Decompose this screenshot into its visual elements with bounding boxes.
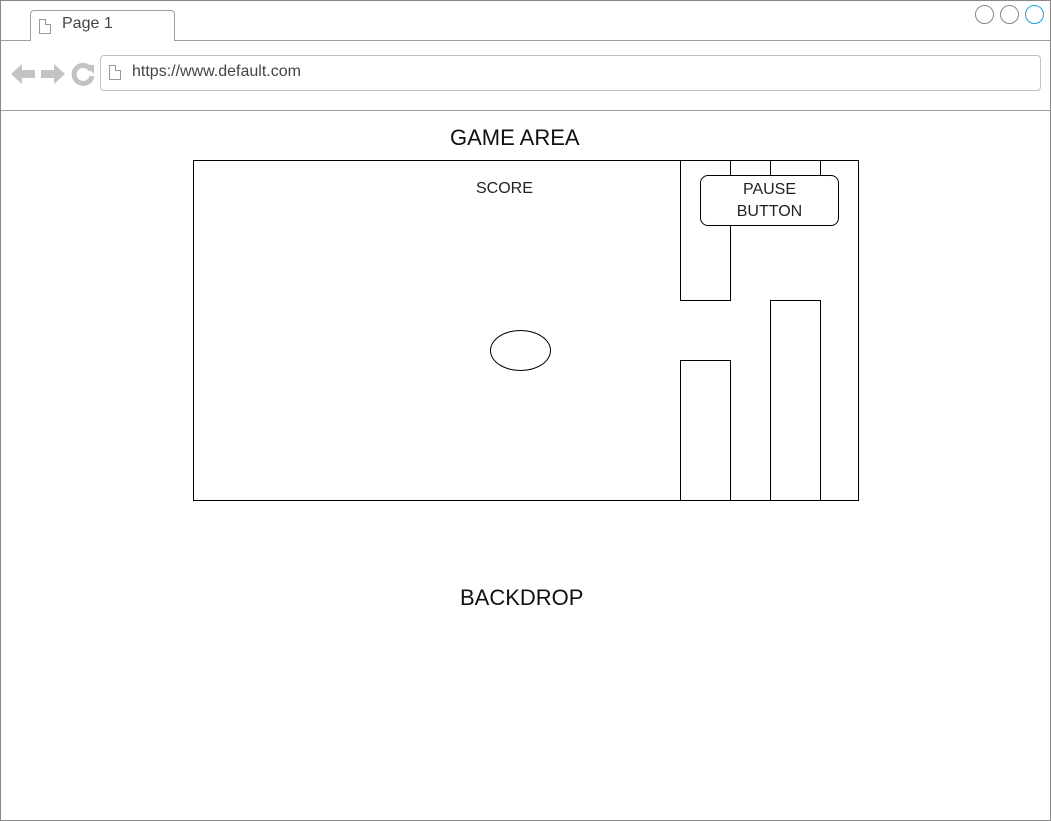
tab-strip-divider xyxy=(1,40,1050,41)
backdrop-label: BACKDROP xyxy=(460,585,584,610)
address-bar[interactable]: https://www.default.com xyxy=(100,55,1041,91)
game-area xyxy=(193,160,859,501)
pause-button[interactable]: PAUSE BUTTON xyxy=(700,175,839,226)
minimize-window-icon[interactable] xyxy=(975,5,994,24)
pipe-bottom-2 xyxy=(770,300,821,501)
maximize-window-icon[interactable] xyxy=(1000,5,1019,24)
close-window-icon[interactable] xyxy=(1025,5,1044,24)
browser-tab[interactable]: Page 1 xyxy=(30,10,175,41)
page-icon xyxy=(109,65,121,80)
url-text[interactable]: https://www.default.com xyxy=(132,63,301,80)
browser-header-divider xyxy=(1,110,1050,111)
pause-button-label: PAUSE BUTTON xyxy=(736,180,803,220)
page-icon xyxy=(39,19,51,34)
back-arrow-icon[interactable] xyxy=(10,62,36,91)
score-label: SCORE xyxy=(476,180,533,197)
game-area-label: GAME AREA xyxy=(450,125,580,150)
player-ball xyxy=(490,330,551,371)
reload-icon[interactable] xyxy=(71,62,95,91)
forward-arrow-icon[interactable] xyxy=(40,62,66,91)
pipe-bottom-1 xyxy=(680,360,731,501)
pipe-top-2 xyxy=(770,160,821,176)
tab-title: Page 1 xyxy=(62,15,113,32)
